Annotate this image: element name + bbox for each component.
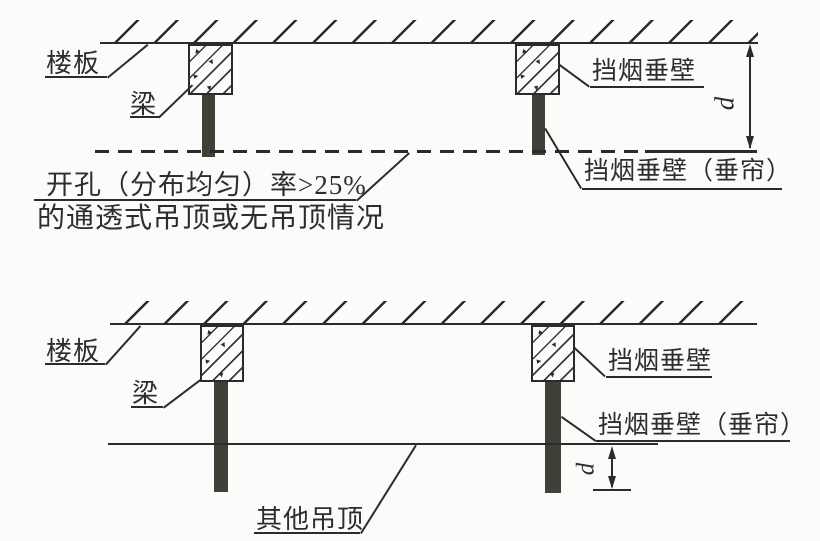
beam-label: 梁 bbox=[132, 379, 160, 408]
slab-label-underline bbox=[45, 76, 107, 78]
dimension-arrow-up-icon bbox=[745, 44, 754, 57]
dimension-arrow-down-icon bbox=[745, 136, 754, 149]
dimension-arrow-down-icon bbox=[607, 476, 616, 489]
dimension-line bbox=[611, 449, 613, 487]
floor-slab-line bbox=[110, 323, 757, 325]
smoke-curtain-label-underline bbox=[582, 188, 782, 190]
aggregate-triangle-icon: ▴ bbox=[549, 369, 556, 381]
aggregate-triangle-icon: ▴ bbox=[533, 358, 545, 365]
aggregate-triangle-icon: ▴ bbox=[550, 339, 559, 351]
aggregate-triangle-icon: ▴ bbox=[219, 339, 228, 351]
beam-leader-line bbox=[163, 379, 201, 409]
smoke-curtain-bar bbox=[214, 382, 228, 492]
aggregate-triangle-icon: ▴ bbox=[534, 56, 543, 68]
dimension-d-label: d bbox=[572, 462, 600, 476]
smoke-barrier-leader-line bbox=[573, 347, 606, 378]
smoke-barrier-label-underline bbox=[606, 376, 712, 378]
aggregate-triangle-icon: ▴ bbox=[517, 73, 529, 80]
aggregate-triangle-icon: ▴ bbox=[218, 369, 225, 381]
dimension-arrow-up-icon bbox=[607, 446, 616, 459]
beam-block: ▴ ▴ ▴ ▴ bbox=[515, 44, 560, 95]
smoke-curtain-label: 挡烟垂壁（垂帘） bbox=[584, 158, 793, 185]
perforated-ceiling-line-end bbox=[645, 150, 757, 153]
smoke-curtain-label-underline bbox=[596, 440, 790, 442]
smoke-barrier-label: 挡烟垂壁 bbox=[592, 58, 697, 85]
smoke-curtain-label: 挡烟垂壁（垂帘） bbox=[598, 412, 807, 439]
beam-label-underline bbox=[131, 406, 163, 408]
other-ceiling-label: 其他吊顶 bbox=[256, 505, 365, 534]
smoke-curtain-leader-line bbox=[560, 416, 597, 442]
beam-block: ▴ ▴ ▴ ▴ bbox=[188, 44, 233, 95]
other-ceiling-line bbox=[108, 443, 658, 445]
other-ceiling-leader-line bbox=[360, 444, 417, 535]
floor-slab-line bbox=[100, 42, 758, 44]
dimension-line bbox=[749, 48, 751, 148]
slab-hatch-pattern bbox=[100, 20, 758, 42]
beam-block: ▴ ▴ ▴ ▴ bbox=[200, 325, 244, 382]
caption-underline bbox=[34, 199, 356, 201]
beam-label-underline bbox=[130, 116, 159, 118]
slab-label-underline bbox=[45, 363, 105, 365]
aggregate-triangle-icon: ▴ bbox=[202, 358, 214, 365]
beam-leader-line bbox=[158, 84, 194, 119]
aggregate-triangle-icon: ▴ bbox=[206, 82, 213, 94]
other-ceiling-label-underline bbox=[254, 532, 360, 534]
dimension-end-tick bbox=[593, 489, 631, 491]
slab-leader-line bbox=[105, 325, 142, 366]
aggregate-triangle-icon: ▴ bbox=[533, 82, 540, 94]
slab-label: 楼板 bbox=[46, 337, 101, 366]
dimension-d-label: d bbox=[709, 96, 740, 111]
aggregate-triangle-icon: ▴ bbox=[204, 329, 216, 336]
smoke-curtain-leader-line bbox=[544, 128, 583, 190]
beam-block: ▴ ▴ ▴ ▴ bbox=[531, 325, 575, 382]
caption-line2: 的通透式吊顶或无吊顶情况 bbox=[37, 203, 386, 234]
smoke-curtain-bar bbox=[202, 95, 215, 157]
aggregate-triangle-icon: ▴ bbox=[192, 48, 204, 55]
beam-label: 梁 bbox=[130, 90, 158, 119]
slab-hatch-pattern bbox=[110, 301, 757, 323]
perforated-ceiling-dashed-line bbox=[95, 150, 645, 153]
slab-label: 楼板 bbox=[46, 49, 101, 78]
caption-line1: 开孔（分布均匀）率>25% bbox=[46, 170, 367, 200]
aggregate-triangle-icon: ▴ bbox=[207, 56, 216, 68]
smoke-curtain-bar bbox=[545, 382, 561, 493]
aggregate-triangle-icon: ▴ bbox=[190, 73, 202, 80]
smoke-barrier-leader-line bbox=[558, 64, 590, 88]
smoke-barrier-label-underline bbox=[590, 86, 704, 88]
smoke-barrier-label: 挡烟垂壁 bbox=[608, 348, 713, 375]
aggregate-triangle-icon: ▴ bbox=[519, 48, 531, 55]
aggregate-triangle-icon: ▴ bbox=[535, 329, 547, 336]
slab-leader-line bbox=[107, 43, 149, 79]
smoke-curtain-bar bbox=[532, 95, 545, 155]
